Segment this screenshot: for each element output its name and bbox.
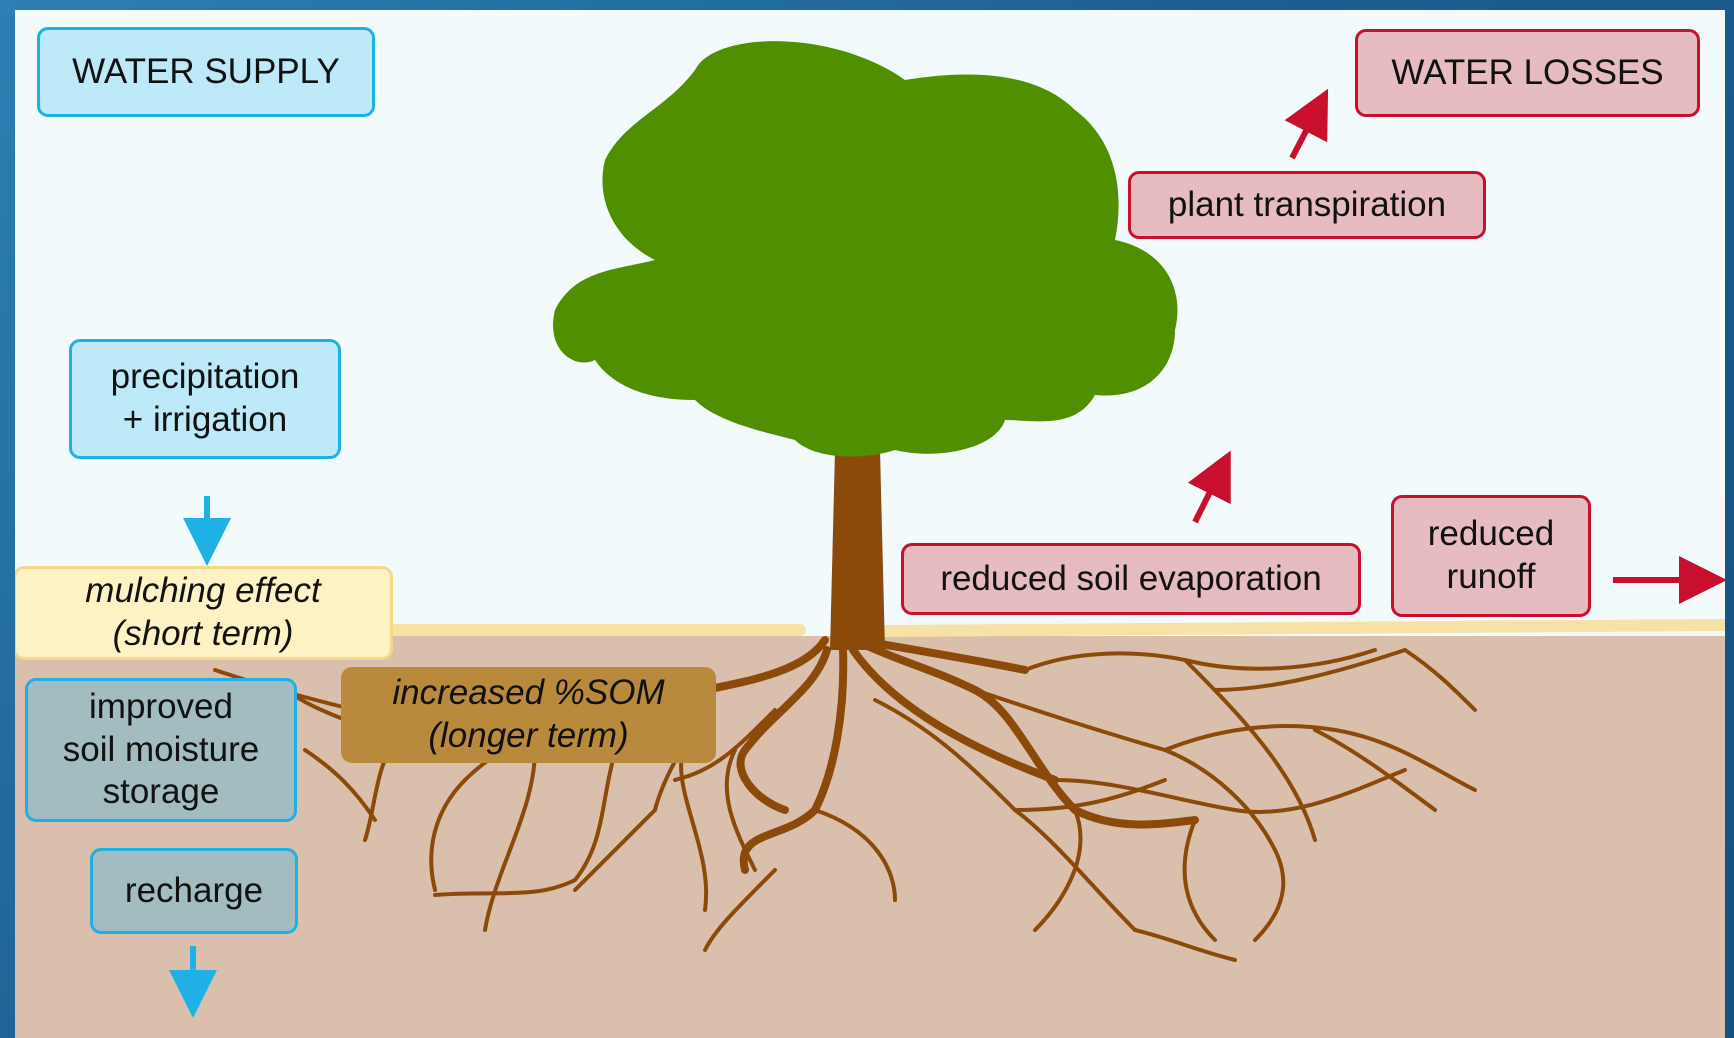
mulching-effect-box: mulching effect (short term) bbox=[15, 566, 393, 660]
plant-transpiration-box: plant transpiration bbox=[1128, 171, 1486, 239]
soil-moisture-storage-box: improved soil moisture storage bbox=[25, 678, 297, 822]
water-supply-header: WATER SUPPLY bbox=[37, 27, 375, 117]
precipitation-irrigation-box: precipitation + irrigation bbox=[69, 339, 341, 459]
reduced-soil-evaporation-box: reduced soil evaporation bbox=[901, 543, 1361, 615]
mulch-layer-right bbox=[885, 625, 1725, 631]
diagram-panel: WATER SUPPLY precipitation + irrigation … bbox=[15, 10, 1725, 1038]
recharge-box: recharge bbox=[90, 848, 298, 934]
tree-canopy bbox=[553, 41, 1177, 456]
increased-som-box: increased %SOM (longer term) bbox=[341, 667, 716, 763]
arrow-up-evaporation bbox=[1195, 472, 1220, 522]
reduced-runoff-box: reduced runoff bbox=[1391, 495, 1591, 617]
water-losses-header: WATER LOSSES bbox=[1355, 29, 1700, 117]
tree-trunk bbox=[830, 450, 885, 650]
arrow-up-transpiration bbox=[1292, 110, 1317, 158]
